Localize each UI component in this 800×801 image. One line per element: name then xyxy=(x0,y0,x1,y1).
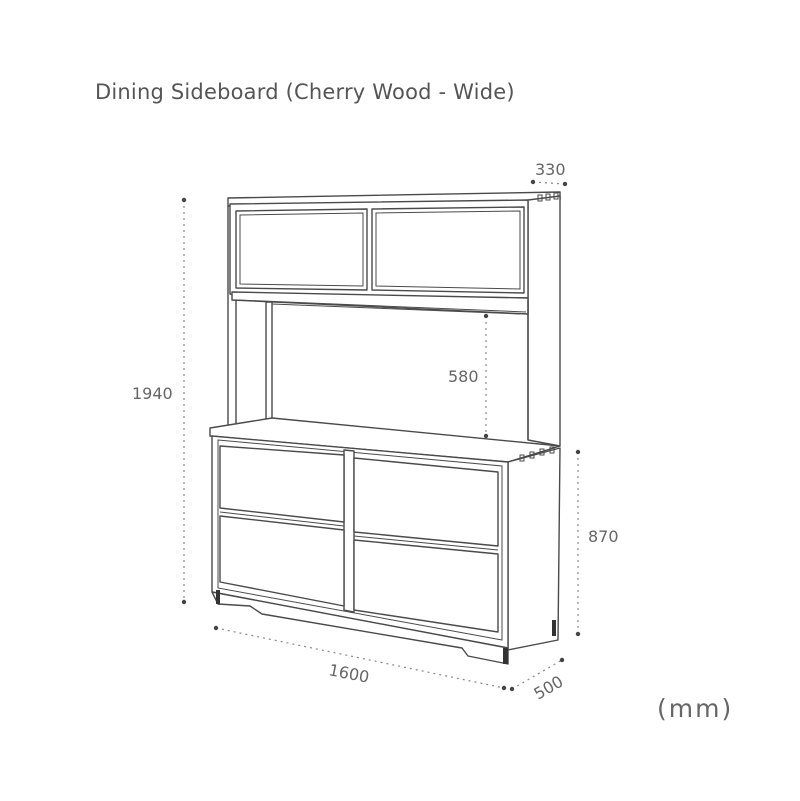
right-lower-panel xyxy=(353,539,499,633)
hutch-left-door-inner xyxy=(239,212,364,287)
dim-upper-depth: 330 xyxy=(535,160,566,179)
hutch-left-door xyxy=(235,208,368,291)
counter-joint-marks xyxy=(519,446,555,462)
unit-label: (mm) xyxy=(657,694,734,723)
lower-side-panel xyxy=(507,447,561,651)
hutch-joint-marks xyxy=(537,192,559,202)
right-upper-panel xyxy=(353,457,499,547)
upper-hutch xyxy=(227,191,561,447)
foot-front-right xyxy=(503,648,508,664)
dimension-lines: 1940 870 580 330 1600 500 xyxy=(132,160,619,703)
hutch-support-post xyxy=(265,301,273,421)
center-divider xyxy=(343,449,355,613)
hutch-shelf-edge xyxy=(237,299,527,313)
dim-lower-height: 870 xyxy=(588,527,619,546)
dim-shelf-height: 580 xyxy=(448,367,479,386)
diagram-title: Dining Sideboard (Cherry Wood - Wide) xyxy=(95,80,515,104)
foot-left xyxy=(216,590,220,604)
lower-front-frame xyxy=(217,439,503,641)
lower-cabinet xyxy=(209,417,561,665)
left-upper-panel xyxy=(219,445,345,523)
hutch-right-door-inner xyxy=(375,210,521,290)
foot-back-right xyxy=(552,620,556,636)
dim-total-height: 1940 xyxy=(132,384,173,403)
hutch-right-door xyxy=(371,206,525,294)
dim-width: 1600 xyxy=(327,660,371,686)
left-lower-panel xyxy=(219,515,345,607)
hutch-side-panel xyxy=(527,195,561,447)
dim-lower-depth: 500 xyxy=(531,672,567,704)
